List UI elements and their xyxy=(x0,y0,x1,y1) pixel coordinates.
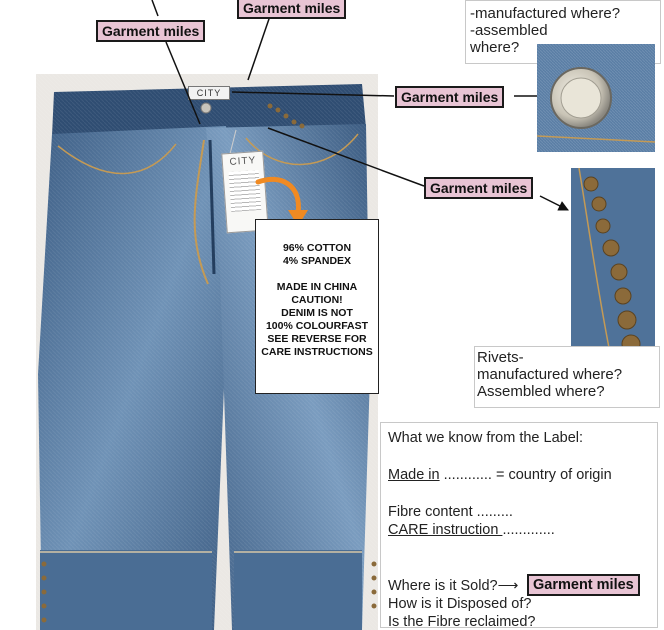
rivets-closeup-photo xyxy=(571,168,655,358)
panel-heading: What we know from the Label: xyxy=(388,430,584,446)
panel-fibre: Fibre content ......... xyxy=(388,504,513,520)
line-top-center xyxy=(247,15,271,81)
button-note-line-3: where? xyxy=(470,39,520,56)
button-note-line-2: -assembled xyxy=(470,22,548,39)
garment-miles-tag-top-left: Garment miles xyxy=(96,20,206,42)
orange-arrow xyxy=(255,176,308,226)
rivets-note-line-2: manufactured where? xyxy=(477,366,623,383)
line-top-left-to-waist xyxy=(165,41,201,125)
care-line-2: 4% SPANDEX xyxy=(282,255,352,267)
care-line-8: SEE REVERSE FOR xyxy=(267,333,367,345)
care-line-7: 100% COLOURFAST xyxy=(265,320,369,332)
panel-care-label: CARE instruction xyxy=(388,522,503,538)
panel-care: CARE instruction ............. xyxy=(388,522,555,538)
garment-miles-tag-rivets: Garment miles xyxy=(424,177,534,199)
button-closeup-photo xyxy=(537,44,655,152)
panel-made-in-label: Made in xyxy=(388,467,440,483)
care-line-6: DENIM IS NOT xyxy=(281,307,353,319)
brand-patch: CITY xyxy=(188,86,230,100)
brand-patch-text: CITY xyxy=(196,88,222,98)
rivets-note: Rivets- manufactured where? Assembled wh… xyxy=(474,346,660,408)
panel-reclaimed: Is the Fibre reclaimed? xyxy=(388,614,536,630)
line-button xyxy=(231,91,395,97)
care-line-9: CARE INSTRUCTIONS xyxy=(261,346,373,358)
panel-sold: Where is it Sold?⟶ xyxy=(388,578,519,594)
line-top-left xyxy=(151,0,159,17)
button-closeup-illustration xyxy=(537,44,655,152)
garment-miles-tag-sold: Garment miles xyxy=(527,574,640,596)
panel-care-rest: ............. xyxy=(502,522,555,538)
button-note-line-1: -manufactured where? xyxy=(470,5,621,22)
line-rivets-arrow xyxy=(539,195,569,211)
line-rivets xyxy=(267,127,425,187)
rivets-closeup-illustration xyxy=(571,168,655,358)
label-info-panel: What we know from the Label: Made in ...… xyxy=(380,422,658,630)
garment-miles-tag-top-center: Garment miles xyxy=(237,0,347,19)
panel-made-in: Made in ............ = country of origin xyxy=(388,467,612,483)
care-line-4: MADE IN CHINA xyxy=(276,281,358,293)
care-line-5: CAUTION! xyxy=(291,294,343,306)
care-label-card: 96% COTTON 4% SPANDEX MADE IN CHINA CAUT… xyxy=(255,219,379,394)
rivets-note-line-1: Rivets- xyxy=(477,349,524,366)
garment-miles-tag-button: Garment miles xyxy=(395,86,505,108)
care-line-1: 96% COTTON xyxy=(282,242,352,254)
rivets-note-line-3: Assembled where? xyxy=(477,383,605,400)
panel-disposed: How is it Disposed of? xyxy=(388,596,532,612)
panel-made-in-rest: ............ = country of origin xyxy=(439,467,612,483)
